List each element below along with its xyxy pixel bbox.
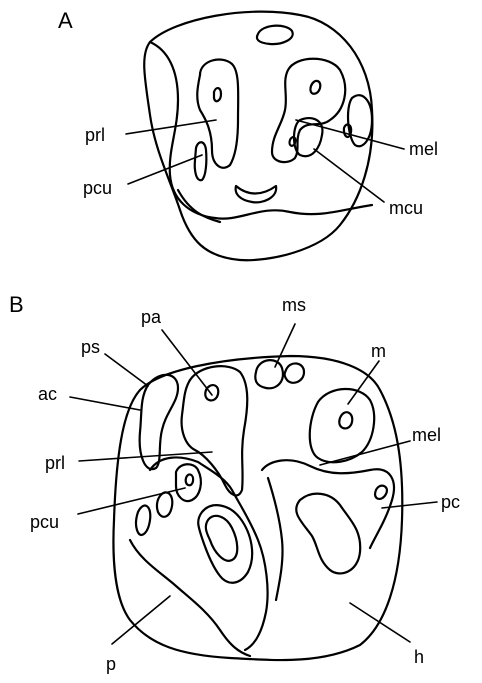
panel-b-label-ps: ps bbox=[81, 337, 100, 357]
panel-b-label-h: h bbox=[414, 647, 424, 667]
panel-b-label-ms: ms bbox=[282, 295, 306, 315]
panel-a-pcu-loop bbox=[195, 142, 207, 180]
panel-a-prl-leader bbox=[126, 120, 216, 134]
panel-a-small-loop-1 bbox=[214, 88, 221, 101]
panel-b-mel-leader bbox=[320, 441, 410, 465]
panel-b-label-p: p bbox=[106, 654, 116, 674]
panel-a: A prl pcu mel mcu bbox=[58, 8, 438, 260]
panel-a-top-loop bbox=[257, 26, 293, 44]
panel-b-label-mel: mel bbox=[412, 425, 441, 445]
panel-b-pa-small-loop bbox=[205, 385, 218, 400]
panel-b-m-loop bbox=[310, 389, 374, 462]
panel-b-mel-inner bbox=[268, 478, 283, 600]
panel-a-label-mel: mel bbox=[409, 139, 438, 159]
panel-b-ms-cusp-1 bbox=[255, 360, 283, 388]
panel-b-label-pcu: pcu bbox=[30, 512, 59, 532]
panel-b-label-pc: pc bbox=[441, 492, 460, 512]
panel-a-crown-outline bbox=[144, 12, 372, 261]
panel-b-h-leader bbox=[350, 603, 410, 642]
panel-b-label-ac: ac bbox=[38, 384, 57, 404]
panel-b-left-small-loop-1 bbox=[136, 506, 150, 535]
panel-b-pc-loop bbox=[375, 486, 387, 499]
panel-b-label-pa: pa bbox=[141, 307, 162, 327]
panel-a-pcu-leader bbox=[128, 155, 202, 184]
panel-b-left-small-loop-2 bbox=[157, 492, 172, 516]
panel-a-small-loop-3 bbox=[290, 137, 296, 146]
panel-a-label-mcu: mcu bbox=[389, 198, 423, 218]
panel-b-bottom-fold bbox=[130, 540, 250, 656]
panel-a-small-loop-2 bbox=[310, 81, 320, 94]
panel-a-mcu-leader bbox=[314, 149, 384, 202]
panel-a-letter: A bbox=[58, 8, 73, 33]
panel-b-pcu-leader bbox=[78, 488, 185, 514]
panel-a-bottom-crescent bbox=[236, 186, 277, 202]
panel-a-label-pcu: pcu bbox=[83, 178, 112, 198]
panel-b-label-m: m bbox=[371, 341, 386, 361]
panel-b-ms-leader bbox=[275, 324, 295, 367]
panel-b-lower-right-loop bbox=[296, 494, 360, 574]
panel-b: B bbox=[9, 292, 460, 674]
panel-a-metaloph-loop bbox=[272, 59, 345, 162]
panel-b-lower-left-loop bbox=[198, 505, 252, 583]
panel-b-m-small-loop bbox=[339, 412, 352, 428]
panel-b-lower-left-inner-loop bbox=[206, 516, 237, 561]
panel-b-ps-leader bbox=[105, 354, 148, 386]
panel-b-pcu-loop bbox=[176, 464, 201, 501]
panel-a-protoloph-loop bbox=[197, 60, 238, 168]
panel-b-ms-cusp-2 bbox=[285, 363, 304, 382]
panel-b-pcu-small-loop bbox=[186, 474, 193, 485]
panel-b-label-prl: prl bbox=[45, 453, 65, 473]
panel-b-ac-leader bbox=[70, 397, 140, 410]
panel-a-label-prl: prl bbox=[85, 125, 105, 145]
panel-b-letter: B bbox=[9, 292, 24, 317]
